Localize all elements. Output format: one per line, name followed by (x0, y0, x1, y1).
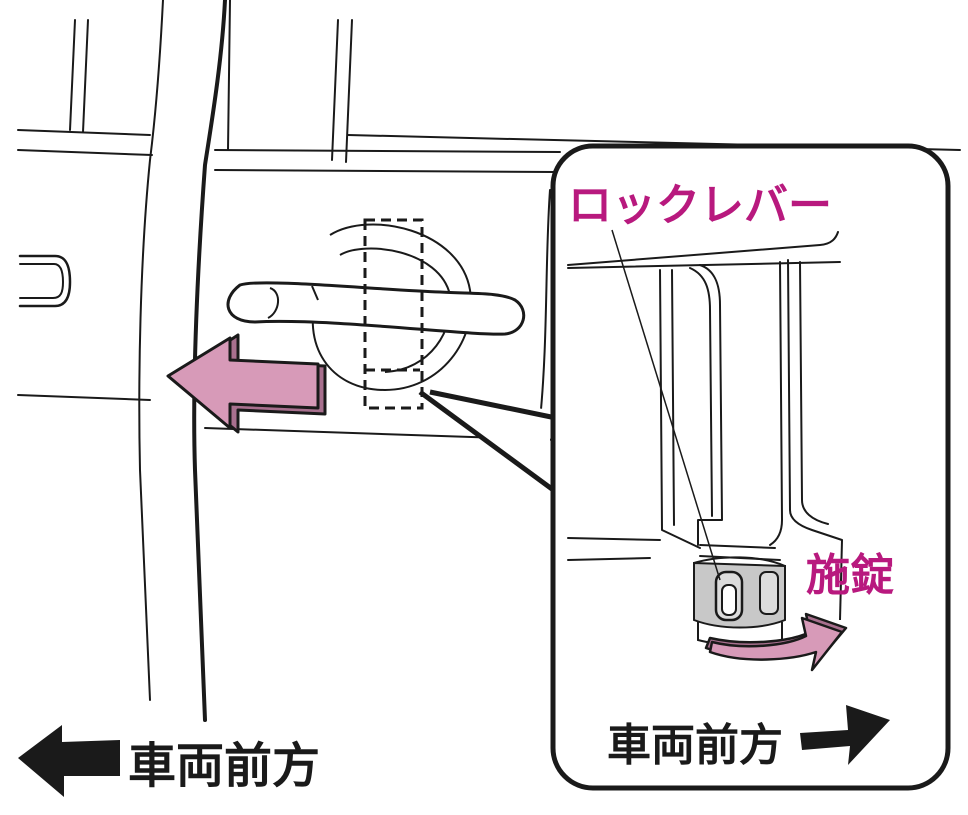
vehicle-front-main-label: 車両前方 (128, 738, 320, 794)
vehicle-front-inset-label: 車両前方 (607, 720, 783, 771)
door-handle (226, 281, 526, 336)
inset-panel (550, 143, 951, 791)
lock-lever-label: ロックレバー (568, 180, 832, 231)
front-right-arrow-icon (800, 705, 890, 765)
inset-door-edge (567, 231, 843, 561)
lock-cylinder (693, 539, 843, 646)
turn-arrow-icon (704, 612, 848, 672)
lock-lever-leader (611, 229, 721, 581)
pull-arrow-icon (166, 333, 327, 434)
front-left-arrow-icon (18, 725, 120, 797)
lock-action-label: 施錠 (806, 550, 894, 601)
inset-callout (418, 389, 558, 495)
lock-location-marker (363, 218, 424, 410)
